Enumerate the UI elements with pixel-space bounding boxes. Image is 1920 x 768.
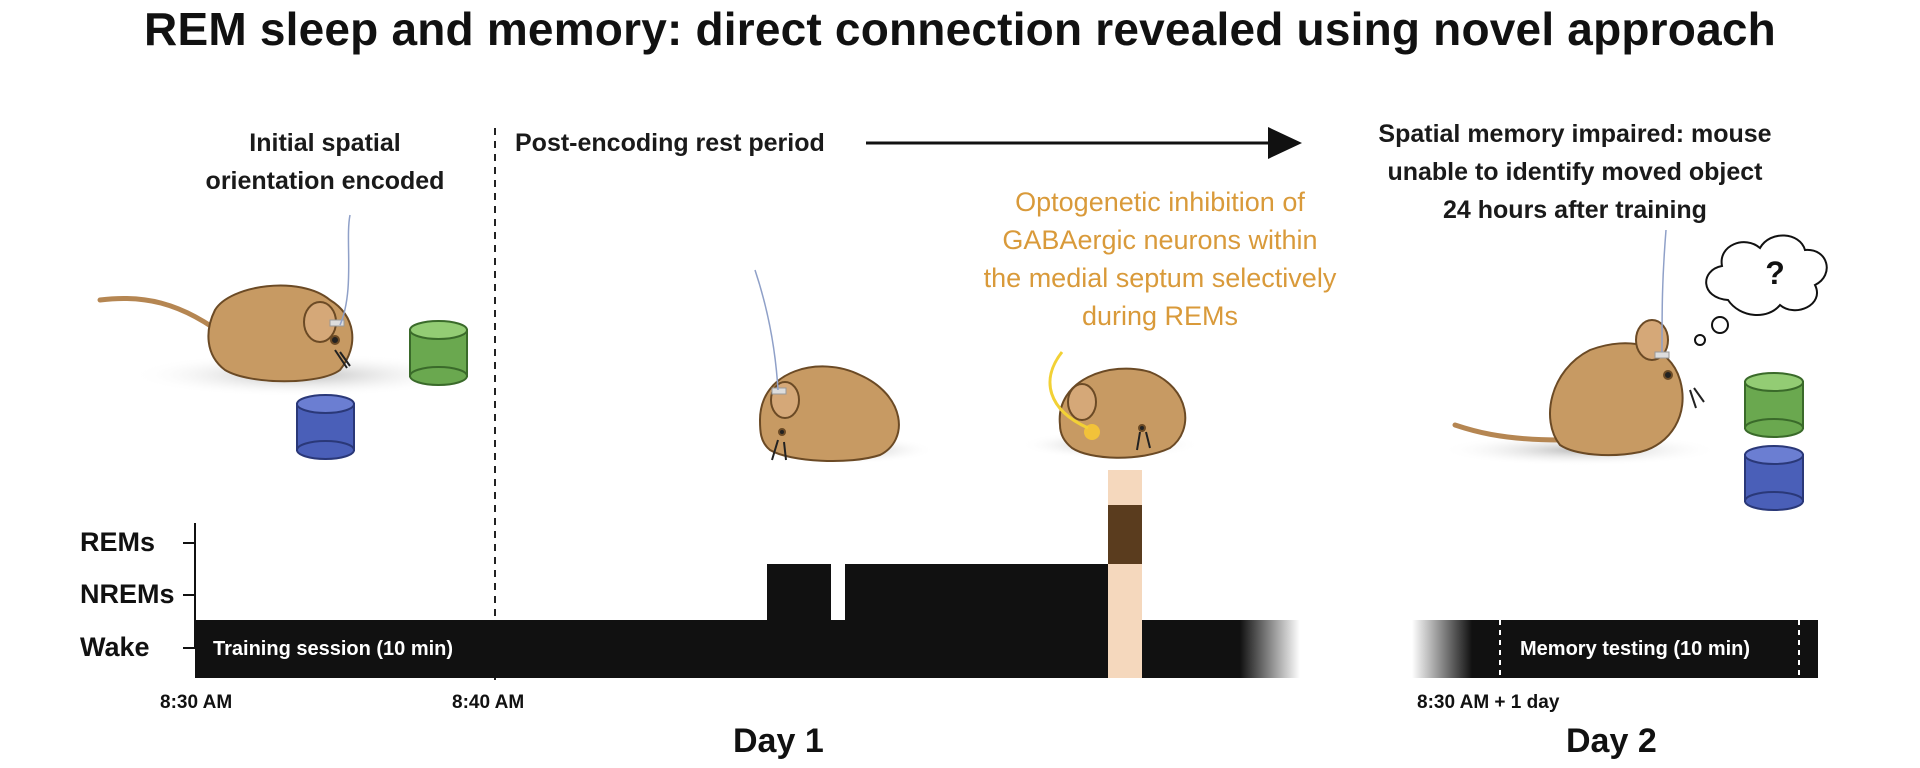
wake-fade-out — [1240, 620, 1300, 678]
fiber-cable-left — [339, 214, 351, 326]
state-label-rem: REMs — [80, 527, 156, 557]
blue-object-right — [1744, 445, 1804, 511]
rest-period-label: Post-encoding rest period — [515, 129, 825, 157]
page-title: REM sleep and memory: direct connection … — [144, 3, 1776, 55]
impaired-label-line1: Spatial memory impaired: mouse — [1378, 120, 1772, 148]
opto-line1: Optogenetic inhibition of — [1015, 187, 1305, 217]
time-tick-830-plus-day: 8:30 AM + 1 day — [1417, 692, 1560, 713]
green-object-right — [1744, 372, 1804, 438]
memory-testing-label: Memory testing (10 min) — [1520, 638, 1751, 660]
rest-arrow-head — [1268, 127, 1302, 159]
mouse-rem-icon — [1058, 367, 1187, 459]
fiber-cable-mid1 — [754, 269, 779, 391]
laser-column — [1108, 470, 1142, 678]
state-label-nrem: NREMs — [80, 579, 175, 609]
training-session-label: Training session (10 min) — [213, 638, 454, 660]
wake-bar-2 — [831, 620, 845, 678]
wake-bar-3 — [1140, 620, 1240, 678]
mouse-confused-icon — [1452, 319, 1705, 457]
mouse-exploring-icon — [97, 284, 354, 383]
day-2-label: Day 2 — [1566, 722, 1657, 760]
initial-encoded-label: Initial spatial orientation encoded — [160, 124, 490, 200]
wake-fade-in — [1412, 620, 1472, 678]
time-tick-840: 8:40 AM — [452, 692, 525, 713]
green-object-left — [409, 320, 468, 386]
day-1-label: Day 1 — [733, 722, 824, 760]
thought-bubble-icon — [1694, 234, 1828, 346]
opto-line3: the medial septum selectively — [983, 263, 1337, 293]
wake-bar-1 — [195, 620, 767, 678]
thought-question: ? — [1765, 255, 1785, 291]
state-label-wake: Wake — [80, 632, 150, 662]
rem-bar — [1108, 505, 1142, 564]
impaired-label-line3: 24 hours after training — [1443, 196, 1707, 224]
initial-label-line1: Initial spatial — [249, 129, 401, 157]
mouse-sleeping-icon — [758, 365, 900, 462]
laser-fiber — [1048, 351, 1089, 430]
optogenetic-label: Optogenetic inhibition of GABAergic neur… — [910, 183, 1410, 335]
fiber-cable-right — [1661, 229, 1667, 353]
nrem-bar-1 — [767, 564, 831, 678]
wake-bar-4 — [1472, 620, 1818, 678]
impaired-label: Spatial memory impaired: mouse unable to… — [1330, 115, 1820, 229]
opto-line2: GABAergic neurons within — [1002, 225, 1318, 255]
initial-label-line2: orientation encoded — [205, 167, 445, 195]
nrem-bar-2 — [845, 564, 1108, 678]
blue-object-left — [296, 394, 355, 460]
impaired-label-line2: unable to identify moved object — [1387, 158, 1763, 186]
opto-line4: during REMs — [1081, 301, 1239, 331]
time-tick-830: 8:30 AM — [160, 692, 233, 713]
